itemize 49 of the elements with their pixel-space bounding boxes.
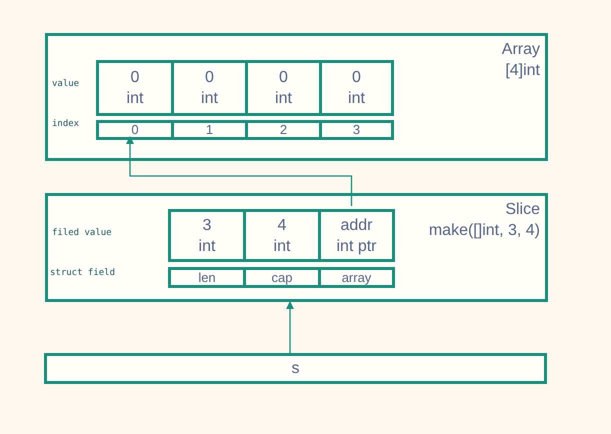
cell-text: int xyxy=(126,89,144,109)
container-box xyxy=(45,193,548,302)
panel-title: make([]int, 3, 4) xyxy=(428,221,540,241)
row-label: struct field xyxy=(50,268,116,279)
panel-title: [4]int xyxy=(505,61,540,81)
cell-text: int xyxy=(275,89,292,109)
cell-text: 0 xyxy=(279,68,288,88)
field-cell xyxy=(245,60,322,116)
field-cell xyxy=(243,209,321,262)
field-cell xyxy=(243,267,321,288)
variable-box xyxy=(44,353,547,384)
cell-text: int ptr xyxy=(336,236,376,256)
row-label: filed value xyxy=(52,228,112,239)
field-cell xyxy=(318,267,395,288)
panel-title: Slice xyxy=(505,200,540,220)
panel-title: Array xyxy=(502,40,540,60)
cell-text: int xyxy=(348,89,365,109)
cell-text: int xyxy=(274,236,290,256)
field-cell xyxy=(318,209,395,262)
cell-text: cap xyxy=(272,270,292,284)
cell-text: 0 xyxy=(130,68,140,88)
cell-text: 2 xyxy=(280,123,288,137)
field-cell xyxy=(171,60,248,116)
field-cell xyxy=(96,60,174,116)
cell-text: 3 xyxy=(352,123,360,137)
field-cell xyxy=(171,120,248,140)
cell-text: 0 xyxy=(131,123,139,137)
cell-text: 4 xyxy=(278,216,286,236)
cell-text: int xyxy=(201,89,218,109)
cell-text: len xyxy=(198,270,216,284)
field-cell xyxy=(168,209,246,262)
cell-text: int xyxy=(198,236,216,256)
cell-text: array xyxy=(342,270,372,284)
cell-text: 1 xyxy=(206,123,214,137)
row-label: index xyxy=(52,119,80,130)
cell-text: 3 xyxy=(202,216,212,236)
arrow xyxy=(126,136,352,206)
field-cell xyxy=(245,120,322,140)
cell-text: addr xyxy=(340,216,373,236)
field-cell xyxy=(96,120,174,140)
field-cell xyxy=(319,120,394,140)
field-cell xyxy=(168,267,246,288)
field-cell xyxy=(319,60,394,116)
variable-name: s xyxy=(292,358,300,378)
container-box xyxy=(45,33,548,161)
row-label: value xyxy=(52,79,80,90)
arrow xyxy=(286,301,294,353)
cell-text: 0 xyxy=(205,68,214,88)
cell-text: 0 xyxy=(352,68,361,88)
